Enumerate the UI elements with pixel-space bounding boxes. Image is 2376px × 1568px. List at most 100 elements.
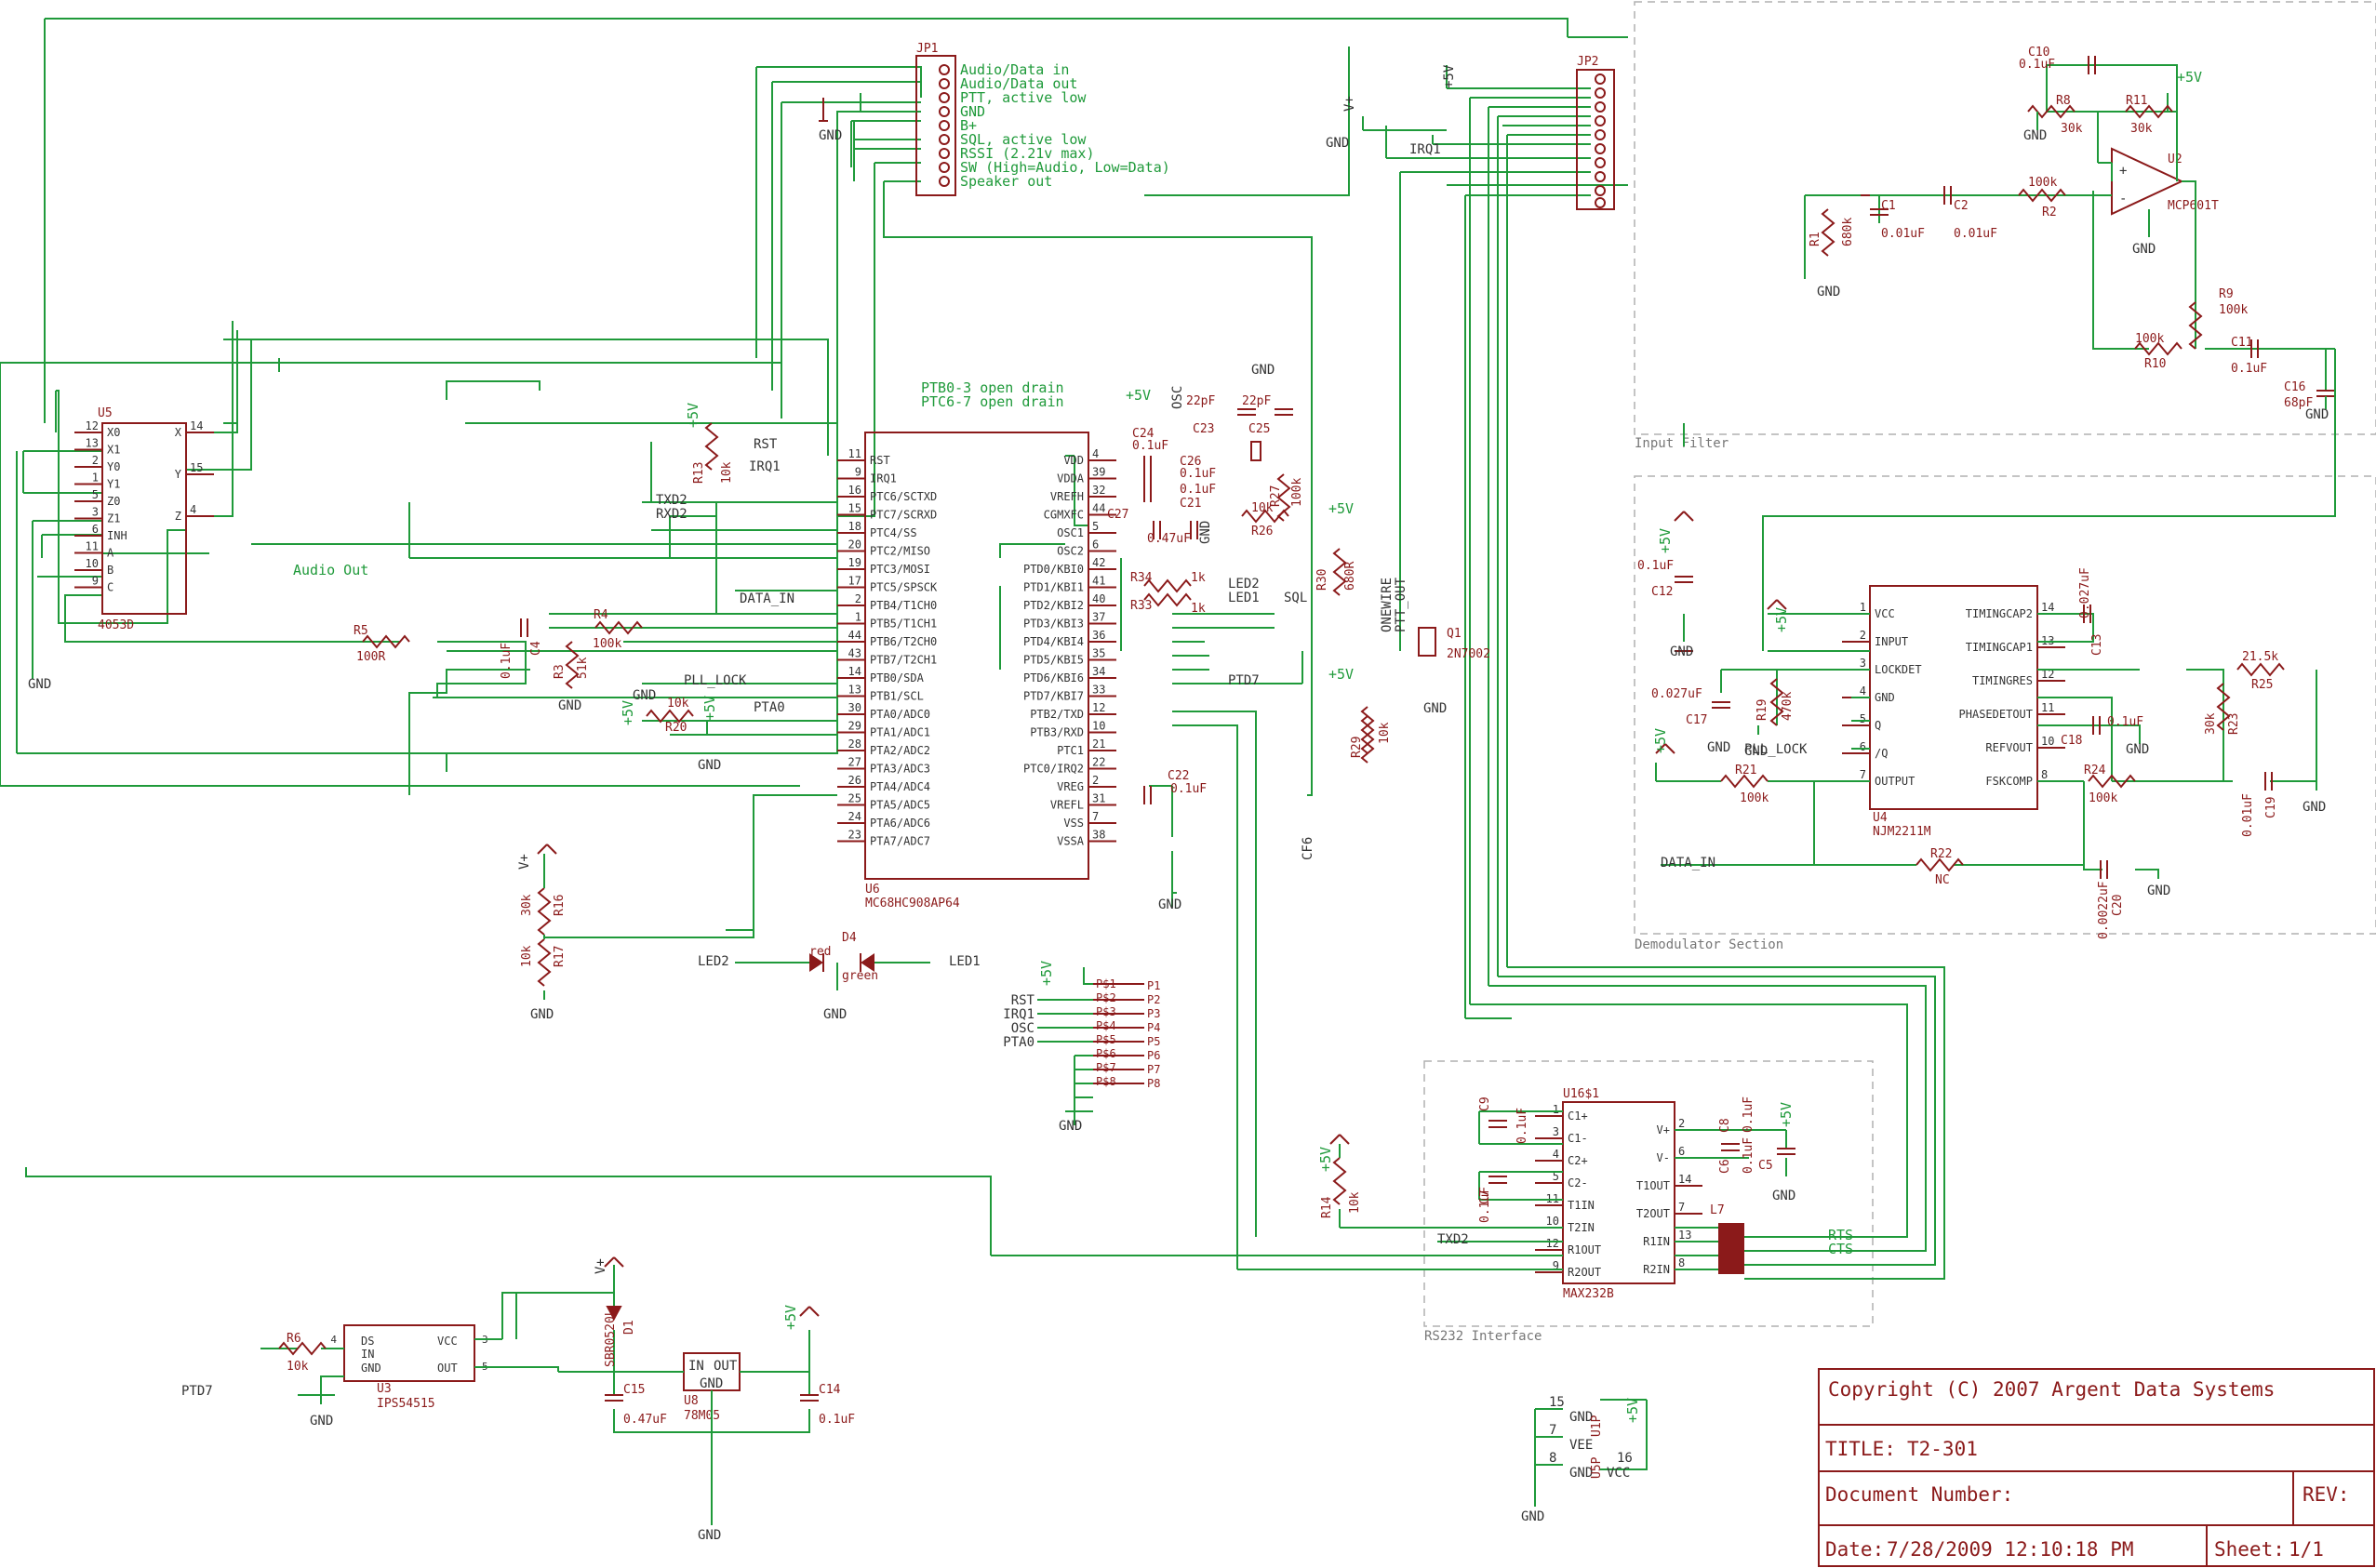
c17-gnd-label: GND xyxy=(1707,740,1730,755)
c2-ref: C2 xyxy=(1954,199,1969,213)
title-block-rev-label: REV: xyxy=(2303,1483,2350,1506)
u1p-pin8: 8 xyxy=(1549,1451,1556,1466)
u4-5v3-label: +5V xyxy=(1652,728,1669,753)
u5-left_pins-5-name: Z1 xyxy=(107,512,120,525)
c17-ref: C17 xyxy=(1686,713,1707,727)
r6-value: 10k xyxy=(287,1360,309,1374)
c10-ref: C10 xyxy=(2028,46,2049,60)
u3-value: IPS54515 xyxy=(377,1397,435,1411)
u5-left_pins-4-name: Z0 xyxy=(107,495,120,508)
u5-gnd-label: GND xyxy=(28,677,51,692)
u6-right_pins-10-num: 36 xyxy=(1092,629,1105,642)
u6-right_pins-1-num: 39 xyxy=(1092,466,1105,479)
u6-left_pins-0-num: 11 xyxy=(848,447,861,460)
u5-right_pins-1-name: Y xyxy=(175,468,182,481)
u6-left_pins-15-name: PTA1/ADC1 xyxy=(870,726,930,739)
r4-value: 100k xyxy=(593,637,621,651)
u6-right_pins-20-name: VSS xyxy=(1063,817,1084,830)
osc-gnd-label: GND xyxy=(1251,363,1275,378)
u6-left_pins-10-num: 44 xyxy=(848,629,861,642)
u4-right_pins-5-name: FSKCOMP xyxy=(1985,775,2033,788)
r11-ref: R11 xyxy=(2126,94,2147,108)
u16-right_pins-2-num: 14 xyxy=(1678,1173,1691,1186)
c25-ref: C25 xyxy=(1248,422,1270,436)
led1-label-d4: LED1 xyxy=(949,954,981,969)
u16-left_pins-5-num: 10 xyxy=(1546,1215,1559,1228)
r20-gnd-label: GND xyxy=(633,688,656,703)
r13-value: 10k xyxy=(720,461,734,484)
r25-ref: R25 xyxy=(2251,678,2273,692)
u5-left_pins-3-num: 1 xyxy=(92,472,99,485)
c14-value: 0.1uF xyxy=(819,1413,855,1427)
u2-ref: U2 xyxy=(2168,153,2182,166)
u16-left_pins-6-name: R1OUT xyxy=(1568,1243,1601,1256)
u8-gnd-pin-label: GND xyxy=(700,1376,723,1391)
u6-left_pins-16-name: PTA2/ADC2 xyxy=(870,744,930,757)
u8-in-label: IN xyxy=(688,1359,704,1374)
r19-gnd-label: GND xyxy=(1744,744,1768,759)
u6-left_pins-3-num: 15 xyxy=(848,502,861,515)
u4-left_pins-1-num: 2 xyxy=(1860,629,1866,642)
r20-5v-label: +5V xyxy=(620,700,636,725)
u16-left_pins-3-num: 5 xyxy=(1553,1170,1559,1183)
jp1-pin7-label: RSSI (2.21v max) xyxy=(960,145,1095,162)
c1-ref: C1 xyxy=(1881,199,1896,213)
u6-right_pins-15-num: 10 xyxy=(1092,720,1105,733)
c8-value: 0.1uF xyxy=(1742,1096,1755,1133)
u6-right_pins-2-num: 32 xyxy=(1092,484,1105,497)
c23-value: 22pF xyxy=(1186,394,1215,408)
jp1-pin4-label: GND xyxy=(960,103,985,120)
jp2-vplus-label: V+ xyxy=(1342,96,1357,112)
q1-value: 2N7002 xyxy=(1447,647,1490,661)
u4-left_pins-6-num: 7 xyxy=(1860,768,1866,781)
c24-value: 0.1uF xyxy=(1132,439,1168,453)
u3-pin-0-name: DS xyxy=(361,1335,374,1348)
r21-ref: R21 xyxy=(1735,764,1756,777)
d4-leds: D4 red green LED2 LED1 GND xyxy=(698,931,981,1022)
r5-ref: R5 xyxy=(354,624,368,638)
c13-value: 0.027uF xyxy=(2078,567,2092,618)
r34-value: 1k xyxy=(1191,571,1206,585)
r29-ref: R29 xyxy=(1350,737,1364,758)
u6-left_pins-6-name: PTC3/MOSI xyxy=(870,563,930,576)
pll-lock-label: PLL_LOCK xyxy=(684,673,747,688)
u4-left_pins-1-name: INPUT xyxy=(1875,635,1908,648)
u6-left_pins-20-name: PTA6/ADC6 xyxy=(870,817,930,830)
u5-left_pins-0-name: X0 xyxy=(107,426,120,439)
c17-value: 0.027uF xyxy=(1651,687,1702,701)
u6-left_pins-20-num: 24 xyxy=(848,810,861,823)
u6-left_pins-10-name: PTB6/T2CH0 xyxy=(870,635,937,648)
u5-left_pins-1-name: X1 xyxy=(107,444,120,457)
sql-label: SQL xyxy=(1284,591,1307,605)
c26-ref: C26 xyxy=(1180,455,1201,469)
r34-ref: R34 xyxy=(1130,571,1153,585)
u6-right_pins-5-name: OSC2 xyxy=(1057,545,1084,558)
r3-value: 51k xyxy=(576,657,590,679)
u6-right_pins-16-num: 21 xyxy=(1092,737,1105,751)
u16-right_pins-2-name: T1OUT xyxy=(1636,1179,1670,1192)
r14-5v-label: +5V xyxy=(1317,1147,1334,1172)
jp1-pin1-label: Audio/Data in xyxy=(960,61,1069,78)
u6-left_pins-14-num: 30 xyxy=(848,701,861,714)
u6-left_pins-19-name: PTA5/ADC5 xyxy=(870,799,930,812)
r26-ref: 10k xyxy=(1251,501,1274,515)
u6-right_pins-10-name: PTD4/KBI4 xyxy=(1023,635,1084,648)
u4-left_pins-3-name: GND xyxy=(1875,691,1895,704)
c22-ref: C22 xyxy=(1168,769,1189,783)
u16-right_pins-0-num: 2 xyxy=(1678,1117,1685,1130)
u6-right_pins-12-name: PTD6/KBI6 xyxy=(1023,671,1084,684)
jp1-gnd-label: GND xyxy=(819,128,842,143)
u4-left_pins-4-num: 5 xyxy=(1860,712,1866,725)
u6-left_pins-1-name: IRQ1 xyxy=(870,472,897,485)
u16-right_pins-1-name: V- xyxy=(1657,1151,1670,1164)
c14-ref: C14 xyxy=(819,1383,841,1397)
pad-name-3: P$4 xyxy=(1096,1019,1116,1032)
u6-right_pins-21-num: 38 xyxy=(1092,829,1105,842)
u6-right_pins-14-num: 12 xyxy=(1092,701,1105,714)
r2-ref: R2 xyxy=(2042,206,2057,219)
c7-ref: C7 xyxy=(1478,1189,1492,1204)
d4-green-label: green xyxy=(842,969,878,983)
c15-value: 0.47uF xyxy=(623,1413,667,1427)
u6-right_pins-3-num: 44 xyxy=(1092,502,1105,515)
u16-right_pins-5-num: 8 xyxy=(1678,1256,1685,1269)
